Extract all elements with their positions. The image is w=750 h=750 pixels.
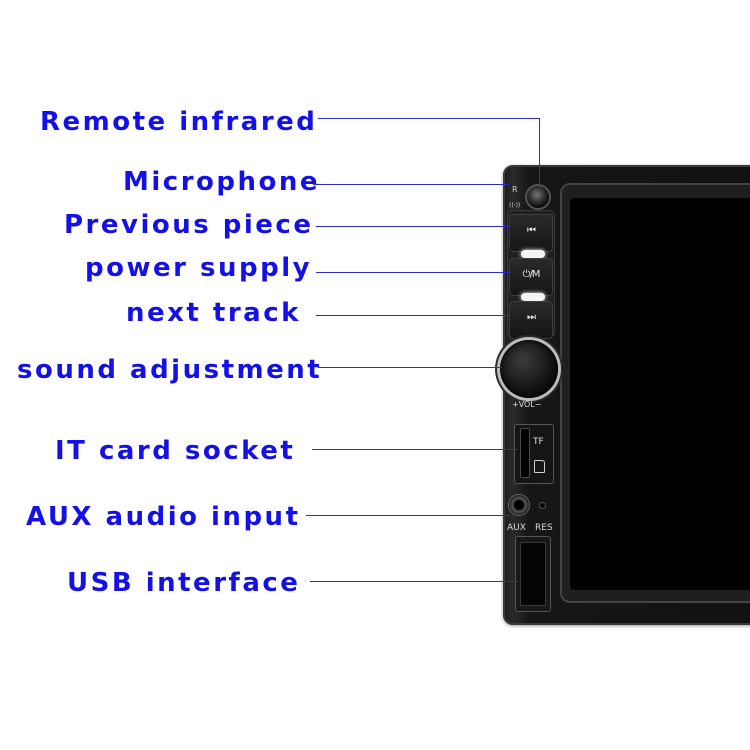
leader-line — [313, 184, 509, 185]
leader-line — [312, 449, 518, 450]
leader-line — [539, 118, 540, 190]
previous-button[interactable]: ⏮ — [509, 214, 553, 252]
leader-line — [318, 118, 539, 119]
previous-icon: ⏮ — [527, 225, 536, 236]
label-aux-input: AUX audio input — [26, 502, 301, 532]
power-icon: ⏻/M — [522, 269, 541, 280]
leader-line — [316, 315, 509, 316]
touch-screen[interactable] — [570, 198, 750, 590]
label-previous-piece: Previous piece — [64, 210, 314, 240]
label-next-track: next track — [126, 298, 301, 328]
ir-mark: R — [512, 185, 518, 194]
tf-label: TF — [533, 437, 544, 447]
label-sound-adjustment: sound adjustment — [17, 355, 323, 385]
aux-label: AUX — [507, 523, 526, 533]
power-mode-button[interactable]: ⏻/M — [509, 258, 553, 296]
leader-line — [318, 367, 502, 368]
sd-card-icon — [534, 460, 545, 473]
tf-card-slot[interactable] — [520, 428, 530, 478]
res-label: RES — [535, 523, 553, 533]
leader-line — [306, 515, 510, 516]
label-usb-interface: USB interface — [67, 568, 301, 598]
next-icon: ⏭ — [527, 312, 536, 323]
leader-line — [310, 581, 518, 582]
microphone-icon: ((·)) — [509, 202, 521, 209]
indicator-light — [521, 250, 545, 258]
next-button[interactable]: ⏭ — [509, 301, 553, 339]
infrared-sensor-icon — [527, 186, 549, 208]
label-card-socket: IT card socket — [55, 436, 296, 466]
label-microphone: Microphone — [123, 167, 321, 197]
aux-jack[interactable] — [509, 495, 529, 515]
label-remote-infrared: Remote infrared — [40, 107, 318, 137]
reset-hole[interactable] — [540, 503, 545, 508]
leader-line — [316, 226, 509, 227]
leader-line — [316, 272, 509, 273]
indicator-light — [521, 293, 545, 301]
volume-label: +VOL− — [512, 400, 542, 409]
volume-knob[interactable] — [500, 340, 558, 398]
usb-port[interactable] — [520, 542, 546, 606]
label-power-supply: power supply — [85, 253, 313, 283]
